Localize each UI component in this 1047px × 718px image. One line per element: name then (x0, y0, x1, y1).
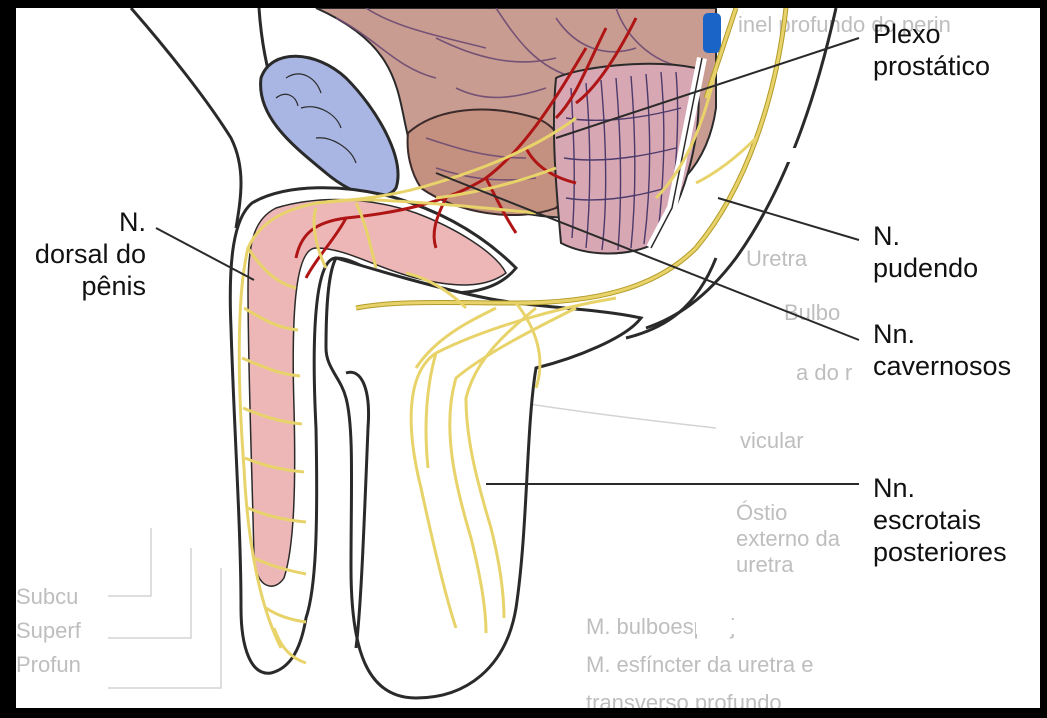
anatomy-figure: inel profundo do perin Uretra Bulbo a do… (16, 8, 1040, 708)
label-nn-cavernosos: Nn. cavernosos (873, 318, 1011, 382)
blue-vein (703, 13, 721, 53)
label-plexo-prostatico: Plexo prostático (873, 18, 990, 82)
label-n-pudendo: N. pudendo (873, 220, 978, 284)
label-nn-escrotais-posteriores: Nn. escrotais posteriores (873, 472, 1007, 568)
leader-pudendo (718, 198, 859, 240)
scrotum-outline (326, 258, 641, 698)
bulb-blue (261, 56, 398, 196)
label-n-dorsal-penis: N. dorsal do pênis (16, 206, 146, 302)
